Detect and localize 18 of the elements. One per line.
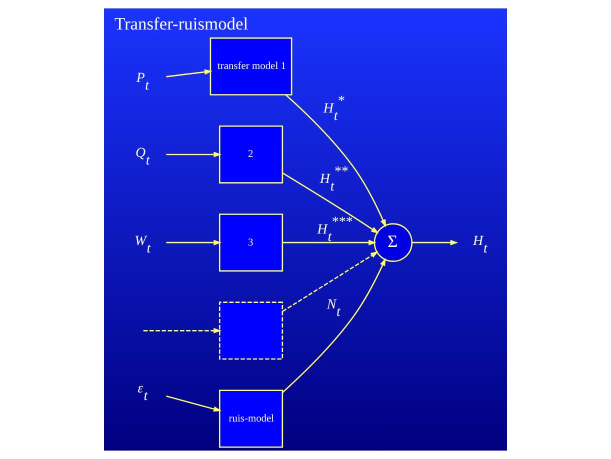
arrow [282,251,378,312]
node-box: 3 [218,214,284,272]
node-box: transfer model 1 [210,37,292,96]
arrow [166,69,212,78]
arrow [282,258,386,393]
node-circle: Σ [374,223,413,262]
node-box: ruis-model [218,390,284,448]
diagram-title: Transfer-ruismodel [114,13,248,34]
arrow [166,240,222,246]
arrow [166,152,222,158]
arrow [282,240,376,246]
arrow [282,172,379,234]
arrow [285,94,386,228]
arrow [143,328,222,334]
arrow [166,396,222,412]
node-box [218,302,284,360]
arrow [412,240,458,246]
node-box: 2 [218,126,284,184]
